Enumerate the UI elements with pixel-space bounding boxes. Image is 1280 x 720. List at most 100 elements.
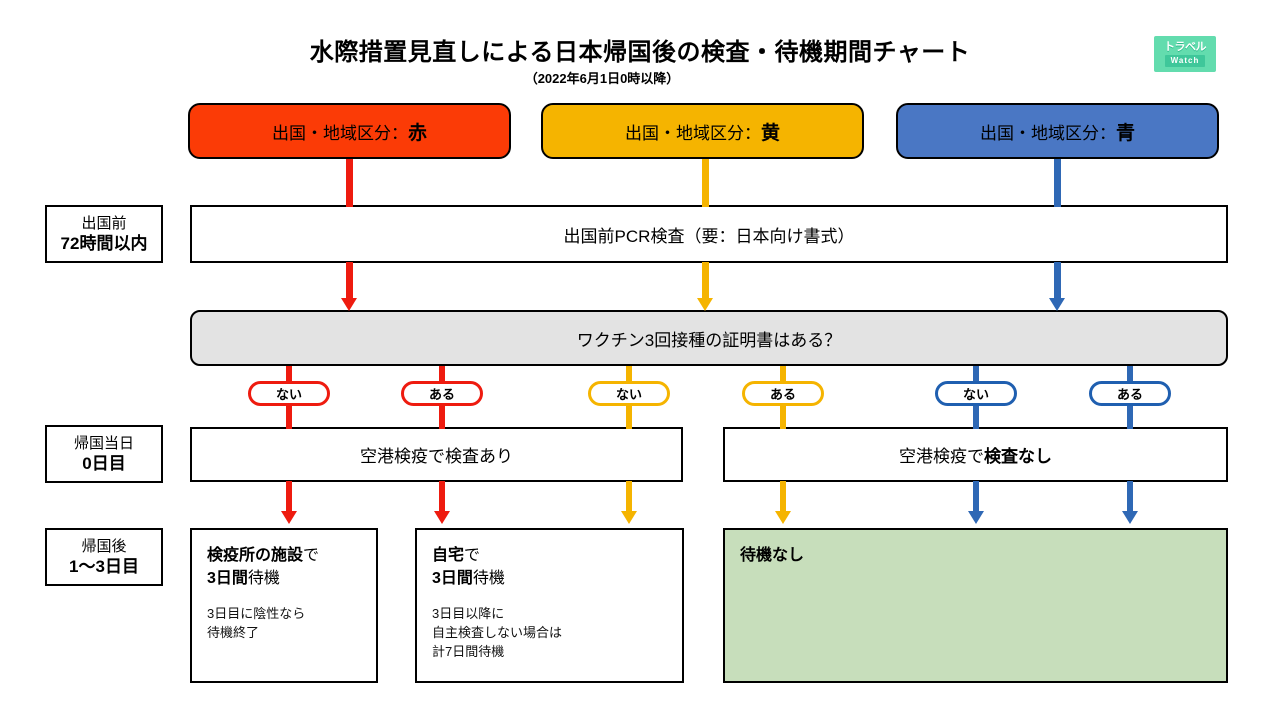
connector-blue-have-to-result-none [1127, 481, 1133, 515]
category-red-value: 赤 [407, 122, 427, 144]
connector-red-to-pcr [346, 159, 353, 207]
connector-yellow-to-result-home [626, 481, 632, 515]
category-box-yellow[interactable]: 出国・地域区分：黄 [541, 103, 864, 159]
connector-blue-none-to-result-none [973, 481, 979, 515]
result-facility-head: 検疫所の施設で 3日間待機 [207, 544, 361, 590]
airport-test-no-box: 空港検疫で検査なし [723, 427, 1228, 482]
result-home-strong-1: 自宅 [432, 547, 465, 564]
result-home-rest-2: 待機 [472, 570, 505, 587]
result-box-facility: 検疫所の施設で 3日間待機 3日目に陰性なら 待機終了 [190, 528, 378, 683]
pill-red-have-label: ある [428, 387, 455, 402]
result-box-no-quarantine: 待機なし [723, 528, 1228, 683]
connector-pill-red-none-down [286, 404, 292, 429]
airport-test-yes-strong: 検査あり [445, 447, 513, 466]
category-red-prefix: 出国・地域区分： [271, 123, 408, 143]
connector-question-to-pill-red-have [439, 366, 445, 384]
airport-test-yes-prefix: 空港検疫で [360, 447, 445, 466]
pill-blue-none[interactable]: ない [935, 381, 1017, 406]
connector-pill-yellow-none-down [626, 404, 632, 429]
page-subtitle-text: （2022年6月1日0時以降） [524, 71, 680, 86]
connector-question-to-pill-blue-have [1127, 366, 1133, 384]
result-facility-note-line-1: 3日目に陰性なら [207, 606, 306, 621]
connector-yellow-to-question [702, 262, 709, 302]
pill-red-have[interactable]: ある [401, 381, 483, 406]
vaccine-question-box: ワクチン3回接種の証明書はある？ [190, 310, 1228, 366]
stage-label-after-return-line1: 帰国後 [81, 537, 127, 555]
connector-red-to-question [346, 262, 353, 302]
result-home-rest-1: で [464, 547, 481, 564]
connector-question-to-pill-red-none [286, 366, 292, 384]
stage-label-departure-line1: 出国前 [81, 214, 127, 232]
result-facility-note: 3日目に陰性なら 待機終了 [207, 604, 361, 642]
result-home-note: 3日目以降に 自主検査しない場合は 計7日間待機 [432, 604, 667, 661]
arrowhead-yellow-to-result-home [621, 511, 637, 524]
result-facility-strong-1: 検疫所の施設 [207, 547, 304, 564]
category-box-blue[interactable]: 出国・地域区分：青 [896, 103, 1219, 159]
pill-blue-have[interactable]: ある [1089, 381, 1171, 406]
category-box-red[interactable]: 出国・地域区分：赤 [188, 103, 511, 159]
connector-question-to-pill-blue-none [973, 366, 979, 384]
arrowhead-blue-none-to-result-none [968, 511, 984, 524]
result-home-note-line-2: 自主検査しない場合は [432, 625, 563, 640]
result-home-note-line-3: 計7日間待機 [432, 644, 505, 659]
pill-yellow-have[interactable]: ある [742, 381, 824, 406]
pill-yellow-none[interactable]: ない [588, 381, 670, 406]
logo-primary-text: トラベル [1164, 41, 1207, 53]
stage-label-departure: 出国前 72時間以内 [45, 205, 163, 263]
stage-label-arrival-day: 帰国当日 0日目 [45, 425, 163, 483]
connector-yellow-to-pcr [702, 159, 709, 207]
connector-to-result-facility [286, 481, 292, 515]
result-facility-rest-2: 待機 [247, 570, 280, 587]
category-yellow-prefix: 出国・地域区分： [624, 123, 761, 143]
result-no-quarantine-strong-1: 待機なし [740, 547, 805, 564]
result-home-head: 自宅で 3日間待機 [432, 544, 667, 590]
connector-question-to-pill-yellow-have [780, 366, 786, 384]
category-blue-prefix: 出国・地域区分： [979, 123, 1116, 143]
page-title: 水際措置見直しによる日本帰国後の検査・待機期間チャート [309, 39, 971, 66]
airport-test-no-prefix: 空港検疫で [899, 447, 984, 466]
pill-blue-none-label: ない [962, 387, 989, 402]
connector-pill-red-have-down [439, 404, 445, 429]
arrowhead-blue-have-to-result-none [1122, 511, 1138, 524]
stage-label-arrival-day-line1: 帰国当日 [73, 434, 134, 452]
airport-test-no-label: 空港検疫で検査なし [899, 442, 1052, 467]
vaccine-question-label: ワクチン3回接種の証明書はある？ [576, 330, 842, 350]
pre-departure-pcr-label: 出国前PCR検査（要：日本向け書式） [563, 226, 855, 246]
connector-pill-blue-none-down [973, 404, 979, 429]
arrowhead-to-result-facility [281, 511, 297, 524]
airport-test-no-strong: 検査なし [984, 447, 1052, 466]
airport-test-yes-label: 空港検疫で検査あり [360, 442, 513, 467]
result-no-quarantine-head: 待機なし [740, 544, 1211, 567]
logo-secondary-text: Watch [1164, 55, 1206, 67]
result-facility-note-line-2: 待機終了 [207, 625, 260, 640]
connector-red-to-result-home [439, 481, 445, 515]
pill-red-none[interactable]: ない [248, 381, 330, 406]
stage-label-after-return: 帰国後 1〜3日目 [45, 528, 163, 586]
connector-pill-blue-have-down [1127, 404, 1133, 429]
arrowhead-blue-to-question [1049, 298, 1065, 311]
pill-blue-have-label: ある [1116, 387, 1143, 402]
pill-yellow-have-label: ある [769, 387, 796, 402]
stage-label-after-return-line2: 1〜3日目 [69, 556, 139, 576]
stage-label-departure-line2: 72時間以内 [60, 233, 148, 253]
arrowhead-red-to-question [341, 298, 357, 311]
result-home-strong-2: 3日間 [432, 570, 473, 587]
pill-yellow-none-label: ない [615, 387, 642, 402]
connector-blue-to-pcr [1054, 159, 1061, 207]
pre-departure-pcr-box: 出国前PCR検査（要：日本向け書式） [190, 205, 1228, 263]
connector-pill-yellow-have-down [780, 404, 786, 429]
arrowhead-yellow-to-question [697, 298, 713, 311]
arrowhead-red-to-result-home [434, 511, 450, 524]
result-facility-strong-2: 3日間 [207, 570, 248, 587]
connector-question-to-pill-yellow-none [626, 366, 632, 384]
pill-red-none-label: ない [275, 387, 302, 402]
travel-watch-logo: トラベル Watch [1154, 36, 1216, 72]
category-yellow-value: 黄 [760, 122, 780, 144]
category-blue-value: 青 [1115, 122, 1135, 144]
result-home-note-line-1: 3日目以降に [432, 606, 505, 621]
connector-blue-to-question [1054, 262, 1061, 302]
result-facility-rest-1: で [303, 547, 320, 564]
connector-yellow-to-result-none [780, 481, 786, 515]
page-subtitle: （2022年6月1日0時以降） [0, 68, 1280, 87]
